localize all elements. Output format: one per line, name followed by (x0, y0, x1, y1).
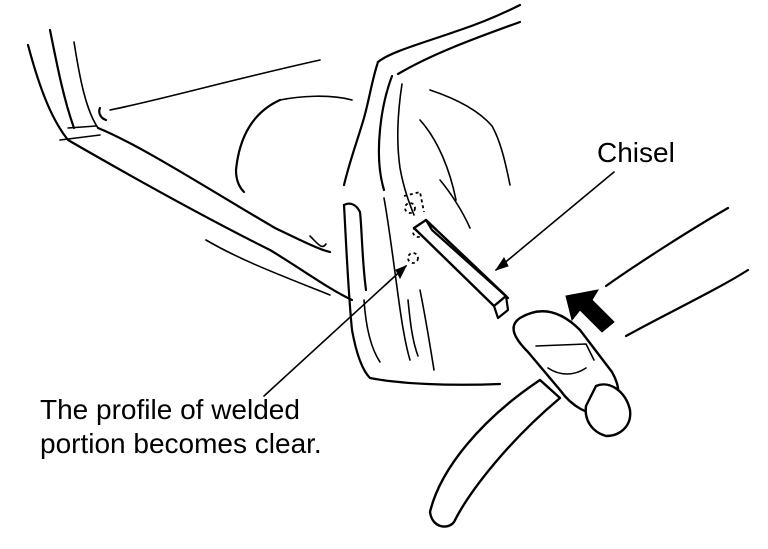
chisel-leader-line (495, 171, 615, 271)
leader-lines (263, 171, 615, 397)
pillar-outline (234, 3, 522, 216)
weld-caption: The profile of welded portion becomes cl… (40, 393, 322, 461)
chisel-leader-arrowhead (494, 257, 509, 271)
body-panel-outline (26, 28, 354, 302)
direction-arrow-icon (565, 289, 615, 333)
weld-leader-line (263, 265, 407, 397)
weld-caption-line-1: The profile of welded (40, 394, 300, 425)
weld-caption-line-2: portion becomes clear. (40, 428, 322, 459)
weld-leader-arrowhead (395, 265, 408, 280)
chisel-tool (412, 218, 510, 320)
hammer-tool (428, 310, 632, 528)
inner-panel-contour (342, 89, 511, 386)
chisel-label: Chisel (597, 137, 675, 168)
arm-outline (604, 206, 750, 338)
